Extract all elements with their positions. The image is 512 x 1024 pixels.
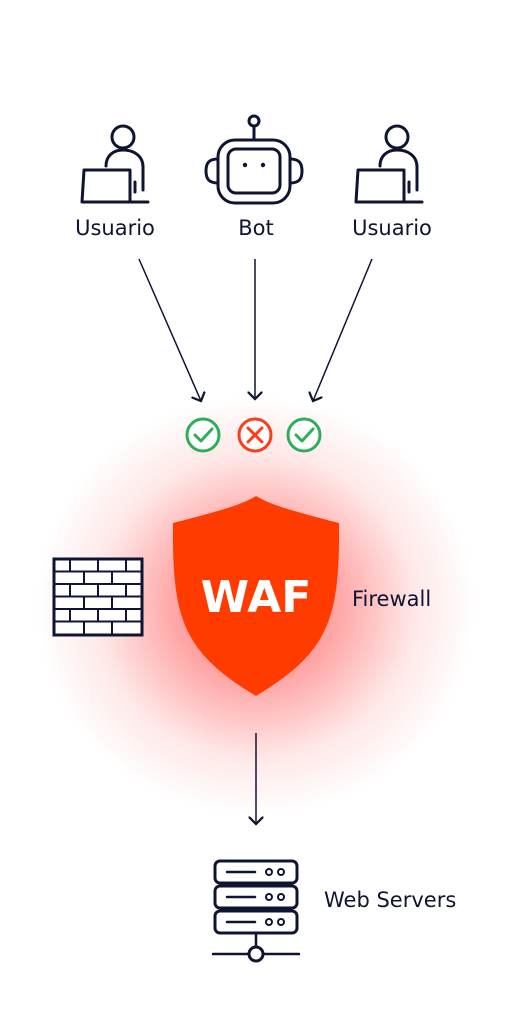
- shield-icon: WAF: [172, 496, 340, 696]
- check-circle-icon: [185, 417, 221, 453]
- user-right-label: Usuario: [352, 216, 432, 240]
- x-circle-icon: [237, 417, 273, 453]
- arrow-user-right: [313, 258, 373, 401]
- shield-label: WAF: [201, 572, 312, 623]
- firewall-label: Firewall: [352, 587, 432, 611]
- brick-wall-icon: [52, 557, 144, 637]
- user-left-label: Usuario: [75, 216, 155, 240]
- arrow-user-left: [138, 258, 201, 401]
- bot-label: Bot: [238, 216, 274, 240]
- user-laptop-icon: [80, 124, 150, 204]
- check-circle-icon: [286, 417, 322, 453]
- server-rack-icon: [211, 859, 301, 963]
- user-laptop-icon: [354, 124, 424, 204]
- robot-icon: [204, 114, 304, 205]
- web-servers-label: Web Servers: [324, 888, 457, 912]
